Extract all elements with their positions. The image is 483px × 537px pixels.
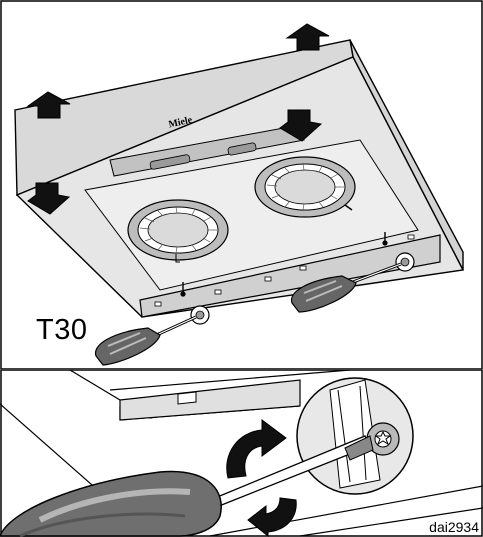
- screwdriver-icon: [94, 315, 197, 366]
- bottom-panel-screw-detail: dai2934: [0, 370, 483, 537]
- rotate-arrow-icon: [247, 497, 297, 537]
- brand-logo: Miele: [168, 115, 194, 131]
- tool-size-label: T30: [36, 314, 88, 346]
- hood-drawing: Miele: [0, 0, 483, 370]
- thermometer-icon: [180, 282, 186, 297]
- torx-screw-icon: [190, 305, 210, 325]
- rotate-arrow-icon: [226, 419, 287, 479]
- thermometer-icon: [382, 232, 388, 246]
- down-arrow-icon: [279, 109, 323, 142]
- grease-filter-right: [254, 156, 356, 218]
- screwdriver-icon: [290, 262, 402, 313]
- screw-detail-drawing: [0, 370, 483, 537]
- hood-front-strip: [139, 234, 441, 318]
- down-arrow-icon: [27, 182, 71, 215]
- torx-screw-icon: [395, 252, 415, 272]
- up-arrow-icon: [285, 23, 330, 51]
- top-panel-hood-overview: Miele: [0, 0, 483, 370]
- up-arrow-icon: [26, 91, 71, 119]
- screwdriver-icon: [0, 435, 374, 537]
- grease-filter-left: [127, 199, 229, 263]
- bracket: [119, 379, 301, 421]
- figure-reference-code: dai2934: [429, 519, 479, 535]
